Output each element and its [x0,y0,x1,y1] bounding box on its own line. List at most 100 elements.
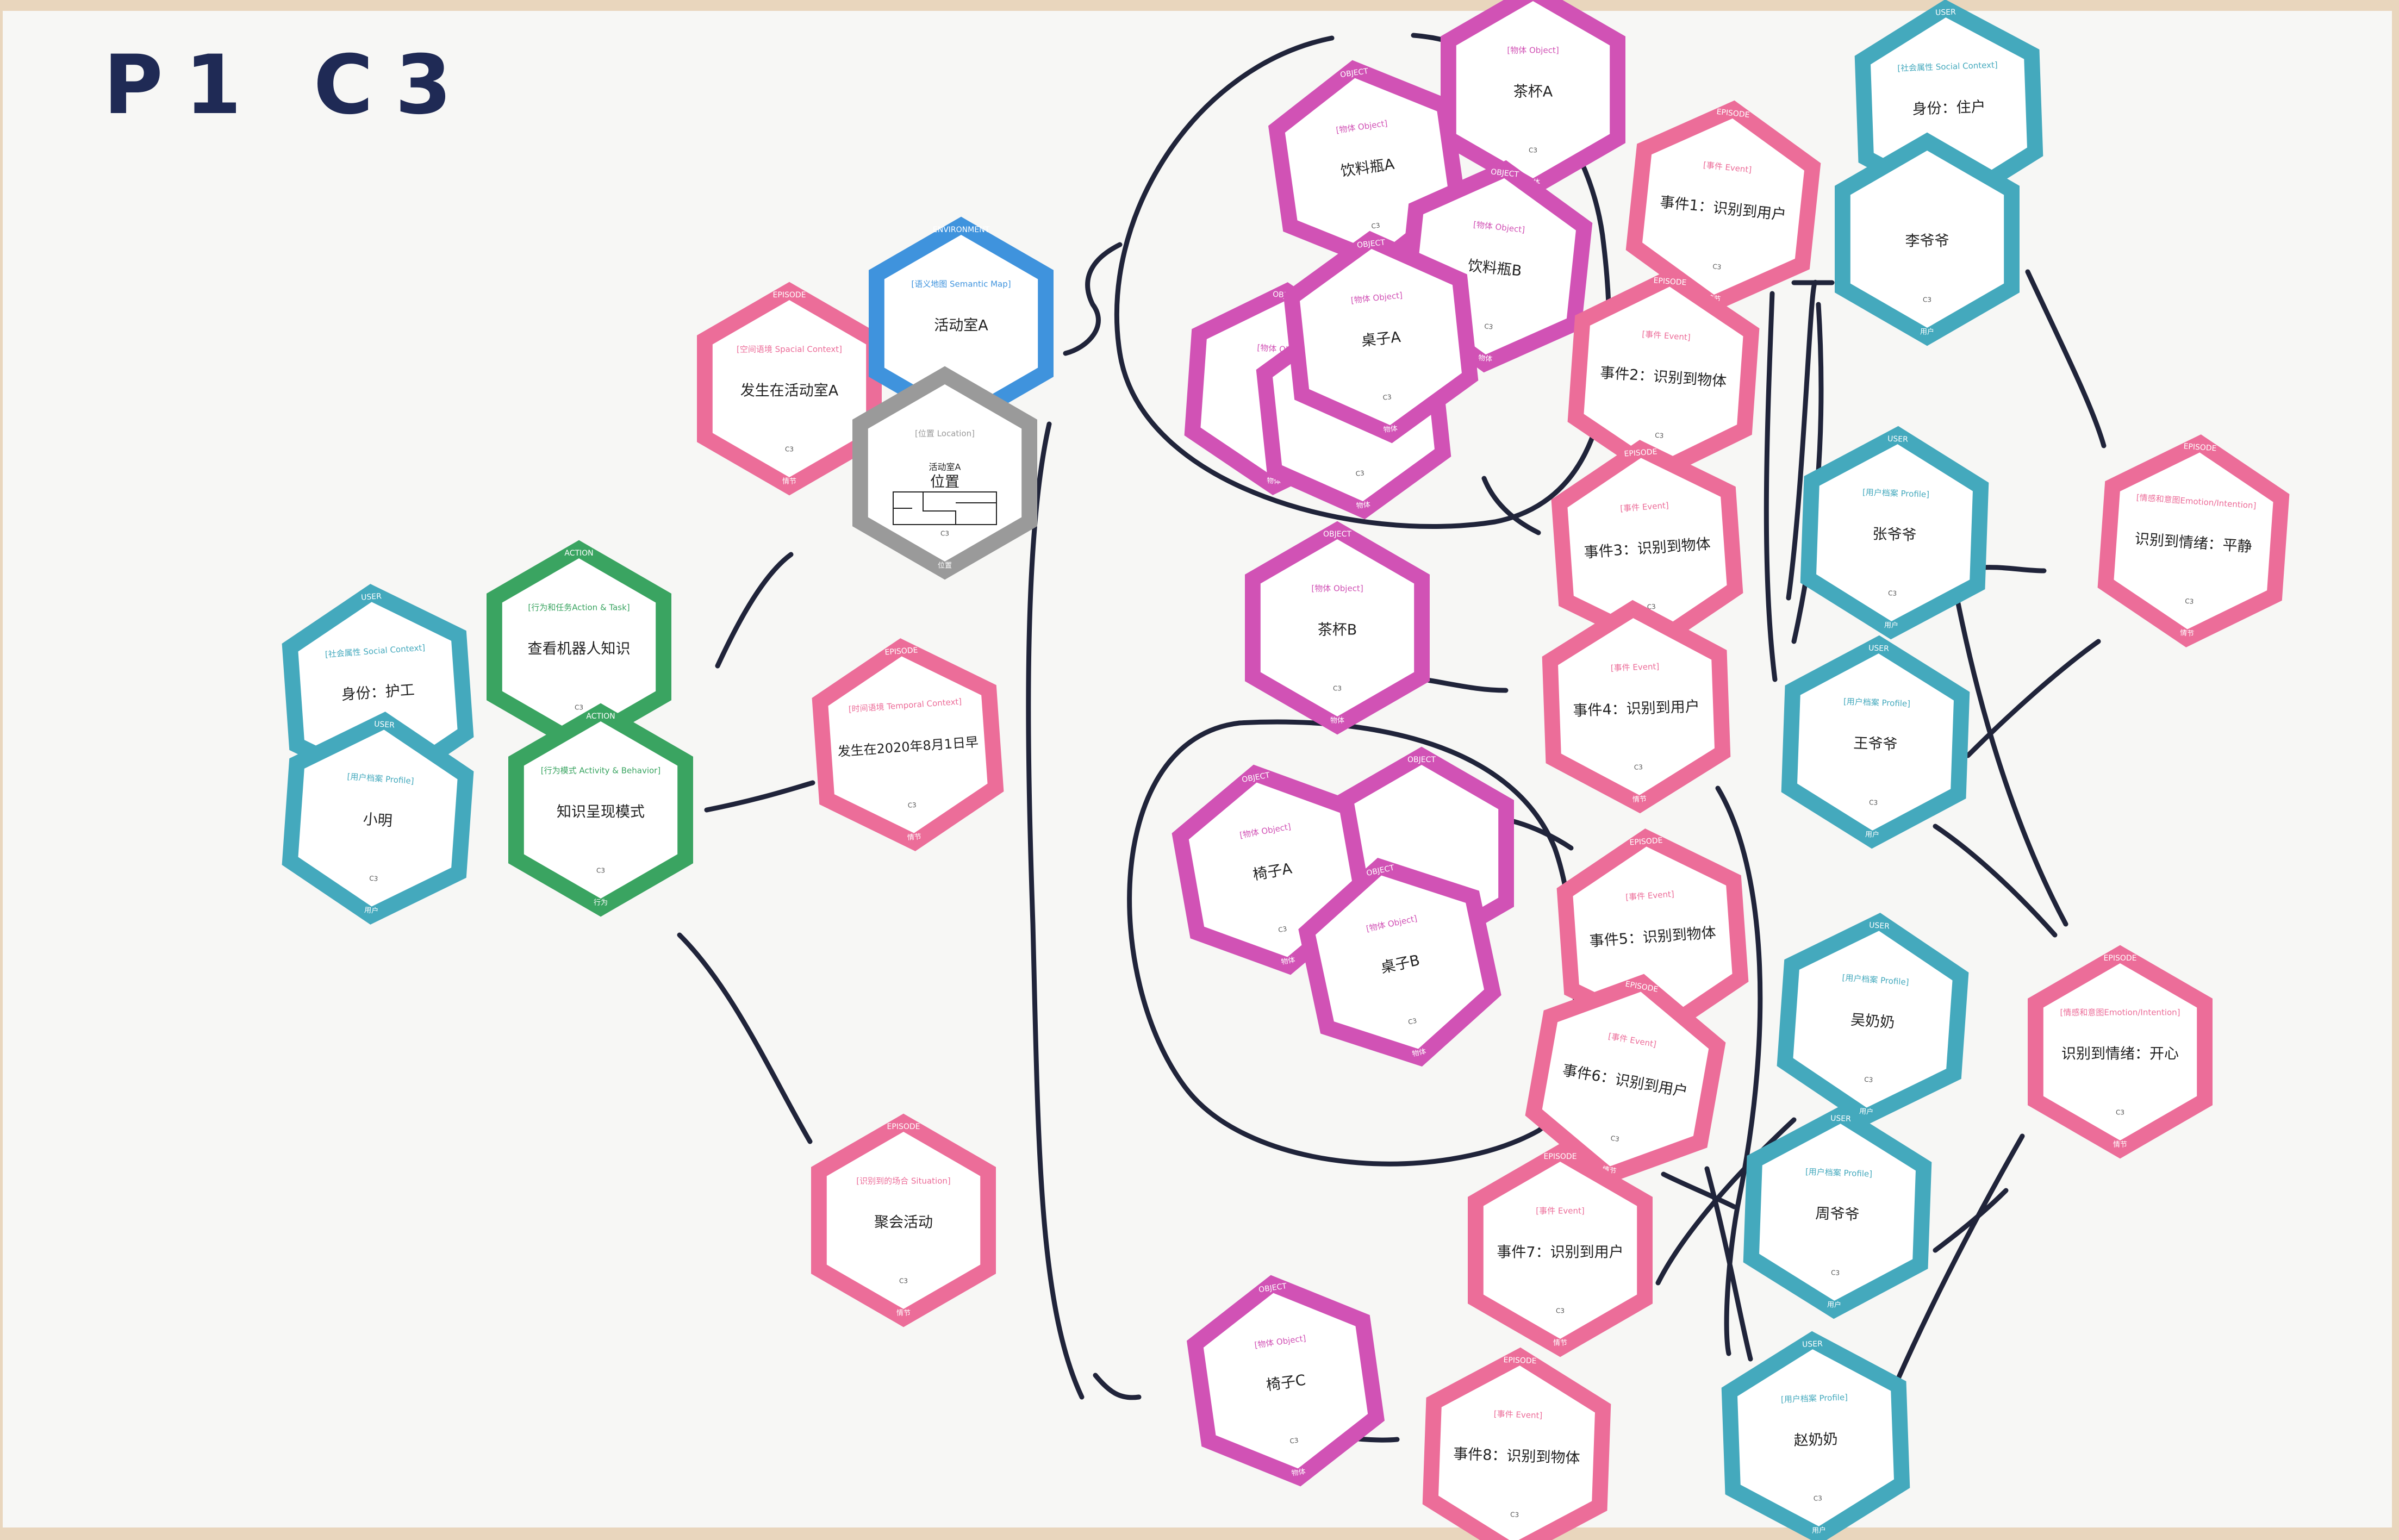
pen-stroke [677,932,813,1144]
card-frame [1468,1143,1653,1357]
card-face [868,384,1022,562]
card-footer: 情节 [2180,629,2195,638]
card-ev8[interactable]: EPISODE[事件 Event]事件8：识别到物体C3情节 [1422,1347,1611,1540]
pen-stroke [1954,595,2068,927]
card-frame [1298,857,1501,1067]
card-face [1188,782,1356,957]
card-face [1759,1124,1916,1301]
card-header: EPISODE [1653,276,1687,287]
card-label: 吴奶奶 [1850,1012,1895,1032]
card-face [1816,444,1973,621]
card-ev2[interactable]: EPISODE[事件 Event]事件2：识别到物体C3情节 [1567,265,1761,485]
card-footer: 物体 [1411,1048,1427,1058]
pen-stroke [1114,33,1612,529]
card-frame [1721,1331,1910,1540]
card-ev5[interactable]: EPISODE[事件 Event]事件5：识别到物体C3情节 [1556,825,1750,1045]
card-header: EPISODE [1716,108,1750,120]
pen-stroke [1481,476,1541,535]
card-label: 张爷爷 [1872,526,1917,544]
card-header: EPISODE [1544,1152,1577,1161]
floorplan-icon [893,491,997,525]
card-footer: 用户 [1812,1526,1827,1535]
card-face [1260,539,1415,716]
card-emo-happy[interactable]: EPISODE[情感和意图Emotion/Intention]识别到情绪：开心C… [2028,945,2213,1159]
pen-stroke [1093,1373,1142,1400]
card-label: 聚会活动 [874,1214,933,1231]
card-tag: C3 [1382,393,1392,402]
card-subtitle: [用户档案 Profile] [1843,696,1911,708]
card-tag: C3 [1278,925,1287,934]
card-subtitle: [行为和任务Action & Task] [528,603,630,613]
card-header: EPISODE [1624,447,1658,458]
card-footer: 用户 [364,906,379,915]
pen-stroke [704,780,815,813]
card-label: 发生在活动室A [740,383,839,400]
card-tag: C3 [1529,147,1537,154]
card-face [1300,248,1462,426]
card-action-view[interactable]: ACTION[行为和任务Action & Task]查看机器人知识C3行为 [487,540,671,754]
card-frame [282,712,474,925]
card-label: 识别到情绪：开心 [2061,1046,2179,1063]
card-frame [1542,600,1731,814]
pen-stroke [1965,639,2101,758]
card-header: USER [1802,1339,1823,1349]
card-footer: 物体 [1383,425,1398,434]
card-label: 周爷爷 [1815,1205,1860,1224]
card-tag: C3 [1371,221,1381,230]
card-action-present[interactable]: ACTION[行为模式 Activity & Behavior]知识呈现模式C3… [508,703,693,917]
card-subtitle: [事件 Event] [1494,1409,1543,1420]
card-header: EPISODE [2183,442,2217,453]
card-tag: C3 [1869,799,1878,807]
card-header: EPISODE [1503,1356,1536,1366]
card-frame [1283,230,1479,444]
card-footer: 位置 [938,562,952,570]
card-face [828,656,988,833]
card-tag: C3 [575,704,583,712]
card-tag: C3 [596,867,605,875]
card-face [826,1132,981,1309]
card-label: 知识呈现模式 [557,804,645,821]
card-subtitle: [识别到的场合 Situation] [856,1176,950,1186]
card-small-label: 活动室A [929,462,961,472]
pen-stroke [1026,421,1085,1400]
card-label: 事件7：识别到用户 [1497,1244,1623,1261]
card-tag: C3 [1484,322,1493,331]
card-footer: 物体 [1291,1468,1306,1477]
card-face [1584,286,1743,464]
card-frame [1777,913,1969,1126]
card-ev3[interactable]: EPISODE[事件 Event]事件3：识别到物体C3情节 [1550,437,1744,656]
card-header: EPISODE [2104,954,2137,963]
card-env-room[interactable]: ENVIRONMENT[语义地图 Semantic Map]活动室AC3环境 [869,216,1054,431]
card-ep-time[interactable]: EPISODE[时间语境 Temporal Context]发生在2020年8月… [811,635,1005,855]
pen-stroke [1786,279,1818,601]
card-header: USER [1868,644,1890,653]
pen-stroke [1895,1133,2025,1383]
pen-stroke [715,552,794,669]
card-footer: 行为 [594,899,608,907]
card-emo-calm[interactable]: EPISODE[情感和意图Emotion/Intention]识别到情绪：平静C… [2097,431,2291,651]
card-label: 茶杯B [1318,622,1357,639]
card-face [1542,992,1709,1167]
card-tag: C3 [1923,296,1931,304]
card-frame [1781,635,1970,849]
